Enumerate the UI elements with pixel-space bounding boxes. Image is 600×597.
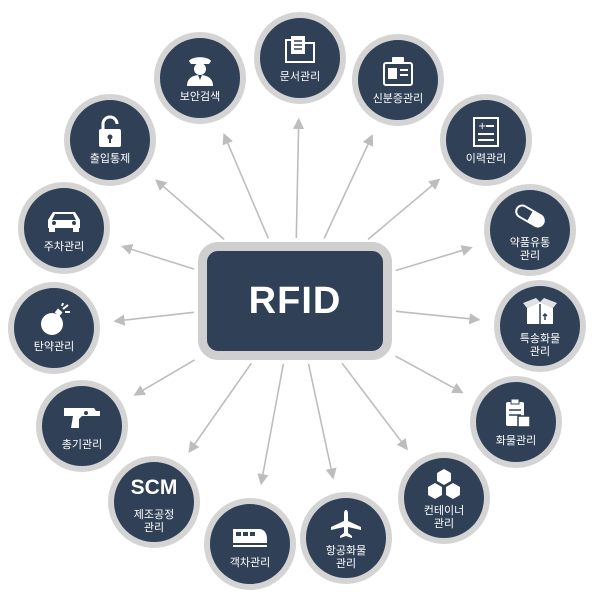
scm-text: SCM	[130, 475, 178, 499]
node-label: 보안검색	[179, 90, 221, 103]
node-label: 총기관리	[61, 438, 103, 451]
node-cargo: 화물관리	[470, 376, 562, 468]
svg-text:+: +	[478, 121, 486, 132]
arrow-to-explosive	[113, 311, 195, 326]
node-label: 화물관리	[495, 434, 537, 447]
arrow-to-air-cargo	[307, 363, 337, 480]
node-passenger: 객차관리	[204, 498, 296, 590]
id-badge-icon	[378, 55, 418, 89]
node-security: 보안검색	[154, 32, 246, 124]
node-label: 이력관리	[465, 152, 507, 165]
stacked-boxes-icon	[424, 467, 464, 501]
arrow-to-security	[222, 132, 270, 239]
node-label: 신분증관리	[372, 92, 424, 105]
airplane-icon	[326, 507, 366, 541]
train-icon	[230, 519, 270, 553]
arrow-to-access	[155, 179, 225, 240]
node-document: 문서관리	[254, 12, 346, 104]
node-label: 탄약관리	[33, 340, 75, 353]
document-folder-icon	[280, 33, 320, 67]
arrow-to-pharma	[395, 245, 473, 272]
open-box-icon	[520, 295, 560, 329]
record-sheet-icon: +	[466, 115, 506, 149]
node-parking: 주차관리	[18, 182, 110, 274]
node-firearm: 총기관리	[36, 380, 128, 472]
clipboard-box-icon	[496, 397, 536, 431]
center-label: RFID	[248, 279, 342, 322]
arrow-to-id-card	[323, 134, 374, 239]
arrow-to-firearm	[133, 359, 195, 396]
node-explosive: 탄약관리	[8, 282, 100, 374]
arrow-to-cargo	[395, 355, 464, 394]
arrow-to-parking	[120, 244, 195, 270]
node-access: 출입통제	[64, 94, 156, 186]
arrow-to-resume	[367, 178, 441, 241]
arrow-to-scm	[188, 362, 252, 454]
pistol-icon	[62, 401, 102, 435]
arrow-to-passenger	[257, 363, 285, 486]
capsule-icon	[510, 199, 550, 233]
bomb-icon	[34, 303, 74, 337]
padlock-icon	[90, 115, 130, 149]
arrow-to-container	[341, 362, 408, 451]
node-label: 출입통제	[89, 152, 131, 165]
arrow-to-document	[292, 117, 305, 239]
arrow-to-special-cargo	[395, 310, 481, 325]
node-label: 문서관리	[279, 70, 321, 83]
node-label: 객차관리	[229, 556, 271, 569]
node-id-card: 신분증관리	[352, 34, 444, 126]
center-rfid-box: RFID	[198, 242, 392, 360]
node-label: 주차관리	[43, 240, 85, 253]
guard-icon	[180, 53, 220, 87]
node-resume: + 이력관리	[440, 94, 532, 186]
car-icon	[44, 203, 84, 237]
